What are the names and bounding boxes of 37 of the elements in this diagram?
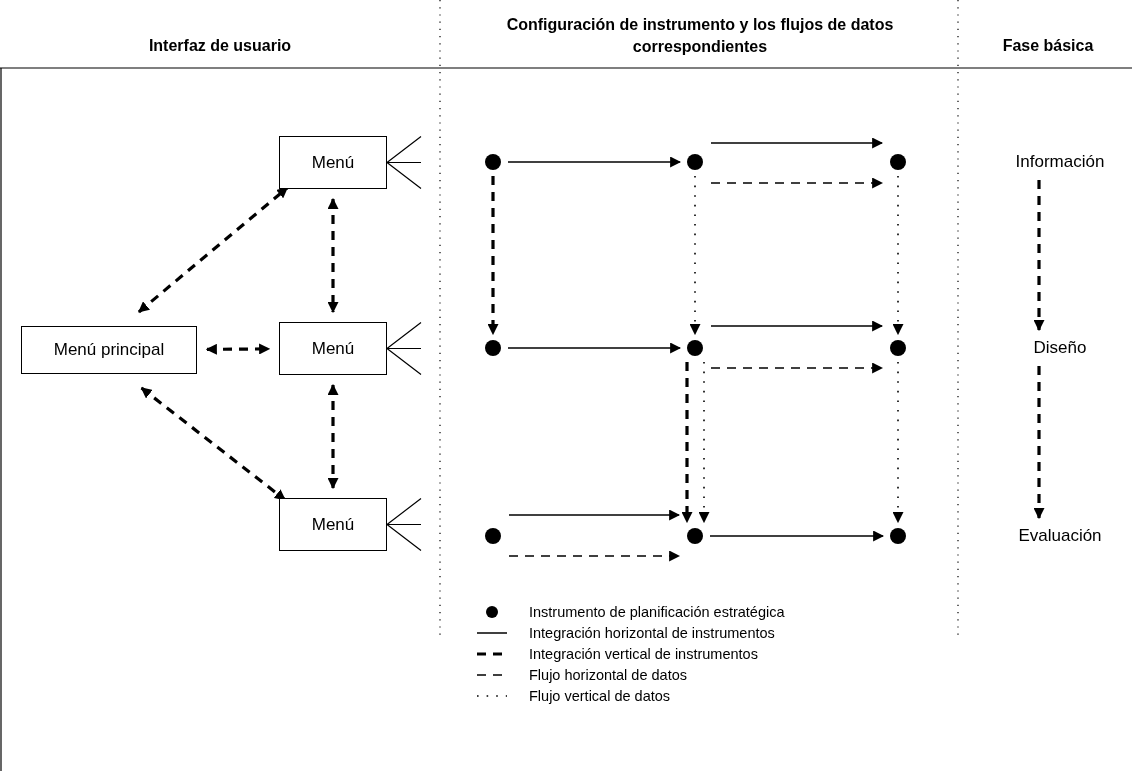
column-heading: Interfaz de usuario bbox=[147, 36, 293, 56]
arrow bbox=[709, 530, 885, 542]
legend-text: Instrumento de planificación estratégica bbox=[529, 603, 785, 621]
menu-box: Menú bbox=[279, 498, 387, 551]
arrow bbox=[327, 383, 339, 490]
phase-label: Evaluación bbox=[1000, 524, 1120, 548]
arrow bbox=[507, 342, 682, 354]
arrow bbox=[689, 175, 701, 336]
arrow bbox=[892, 175, 904, 336]
arrow bbox=[710, 362, 884, 374]
arrow bbox=[1033, 180, 1045, 332]
arrow bbox=[1033, 366, 1045, 520]
legend-text: Flujo vertical de datos bbox=[529, 687, 671, 705]
column-heading: Fase básica bbox=[1001, 36, 1095, 56]
arrow bbox=[137, 186, 289, 314]
menu-box: Menú bbox=[279, 136, 387, 189]
arrow bbox=[508, 550, 681, 562]
arrow bbox=[140, 386, 286, 501]
arrow bbox=[507, 156, 682, 168]
menu-box: Menú principal bbox=[21, 326, 197, 374]
legend-text: Flujo horizontal de datos bbox=[529, 666, 687, 684]
arrow bbox=[698, 361, 710, 524]
legend-text: Integración horizontal de instrumentos bbox=[529, 624, 775, 642]
arrow bbox=[327, 197, 339, 314]
menu-box: Menú bbox=[279, 322, 387, 375]
arrow bbox=[487, 176, 499, 336]
arrow bbox=[892, 361, 904, 524]
arrow bbox=[710, 320, 884, 332]
arrow bbox=[710, 137, 884, 149]
phase-label: Información bbox=[1000, 150, 1120, 174]
phase-label: Diseño bbox=[1010, 336, 1110, 360]
arrow bbox=[681, 362, 693, 524]
arrow bbox=[710, 177, 884, 189]
legend-text: Integración vertical de instrumentos bbox=[529, 645, 758, 663]
arrow bbox=[508, 509, 681, 521]
column-heading: Configuración de instrumento y los flujos de datos correspondientes bbox=[505, 15, 895, 57]
arrow bbox=[205, 343, 271, 355]
